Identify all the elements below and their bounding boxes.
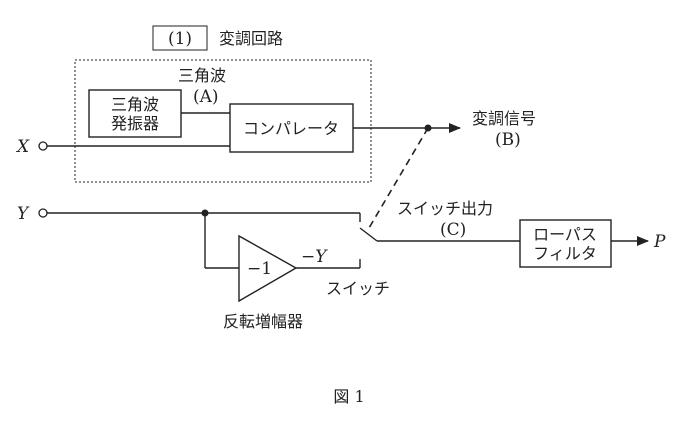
triangle-signal-label: 三角波 xyxy=(178,66,226,85)
switch-output-label: スイッチ出力 xyxy=(397,199,493,218)
lowpass-filter-line2: フィルタ xyxy=(533,244,597,263)
inverter-label: 反転増幅器 xyxy=(223,312,303,331)
lowpass-filter-box xyxy=(519,219,612,268)
comparator-label: コンパレータ xyxy=(243,119,339,138)
triangle-generator-line1: 三角波 xyxy=(111,95,159,114)
triangle-generator-line2: 発振器 xyxy=(111,114,159,133)
switch-control-line xyxy=(368,127,429,229)
figure-caption: 図 1 xyxy=(333,387,364,406)
input-y-label: Y xyxy=(17,204,30,224)
triangle-signal-tag: (A) xyxy=(193,87,219,107)
section-number-box xyxy=(152,25,208,51)
triangle-generator-box xyxy=(88,89,182,138)
inverter-gain: −1 xyxy=(247,259,272,279)
modulation-circuit-boundary xyxy=(74,59,372,183)
input-x-terminal xyxy=(38,141,48,151)
lowpass-filter-line1: ローパス xyxy=(533,225,597,244)
switch-label: スイッチ xyxy=(326,279,390,298)
section-title: 変調回路 xyxy=(219,29,283,48)
switch-output-tag: (C) xyxy=(440,220,466,240)
output-p-label: P xyxy=(653,232,666,252)
input-y-terminal xyxy=(38,208,48,218)
section-number: (1) xyxy=(168,29,192,49)
input-x-label: X xyxy=(15,137,30,157)
modulated-signal-tag: (B) xyxy=(495,130,521,150)
switch-blade xyxy=(359,227,378,242)
modulated-signal-label: 変調信号 xyxy=(472,109,536,128)
inverter-triangle xyxy=(238,234,298,303)
inverter-output-label: −Y xyxy=(301,247,328,267)
